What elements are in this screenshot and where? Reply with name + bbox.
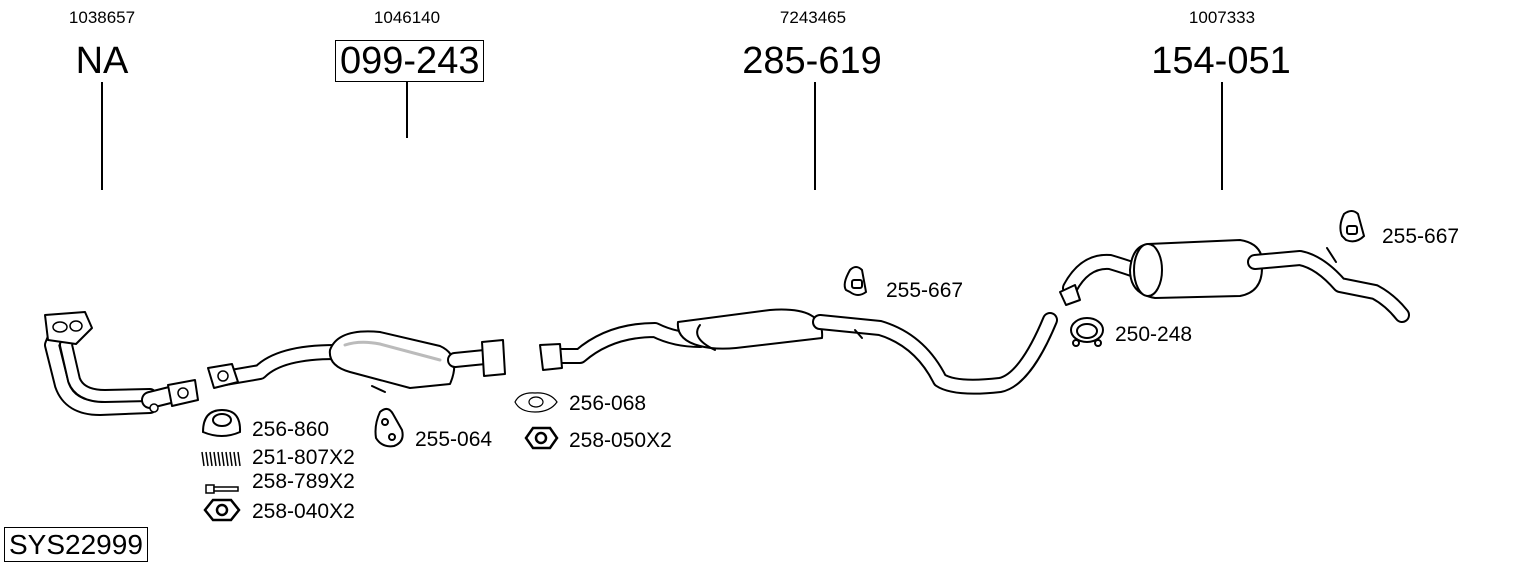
label-258-040: 258-040X2 [252,500,355,523]
label-251-807: 251-807X2 [252,446,355,469]
ref-number-3: 7243465 [779,8,847,27]
gasket-256-068-icon [514,392,558,413]
system-code: SYS22999 [4,527,148,562]
spring-251-807-icon [201,451,241,467]
gasket-256-860-icon [201,408,242,437]
clamp-250-248-icon [1070,317,1104,347]
rubber-255-064-icon [374,408,404,448]
catalyst-icon [207,330,506,393]
ref-number-1: 1038657 [68,8,136,27]
label-255-667-a: 255-667 [886,279,964,302]
part-number-rear-silencer: 154-051 [1151,40,1291,82]
label-258-789: 258-789X2 [252,470,355,493]
label-255-064: 255-064 [415,428,493,451]
label-250-248: 250-248 [1115,323,1193,346]
label-256-068: 256-068 [569,392,647,415]
middle-silencer-icon [539,308,1058,395]
nut-258-050-icon [524,426,559,450]
ref-number-2: 1046140 [373,8,441,27]
nut-258-040-icon [203,498,241,522]
part-number-middle-silencer: 285-619 [742,40,882,82]
bolt-258-789-icon [205,484,239,494]
rubber-255-667-a-icon [843,266,868,296]
part-number-downpipe: NA [75,40,129,82]
downpipe-icon [44,311,199,416]
part-number-catalyst: 099-243 [335,40,485,82]
rubber-255-667-b-icon [1339,210,1366,243]
rear-silencer-icon [1059,239,1410,323]
leader-lines [101,82,1223,190]
label-258-050: 258-050X2 [569,429,672,452]
label-255-667-b: 255-667 [1382,225,1460,248]
ref-number-4: 1007333 [1188,8,1256,27]
label-256-860: 256-860 [252,418,330,441]
